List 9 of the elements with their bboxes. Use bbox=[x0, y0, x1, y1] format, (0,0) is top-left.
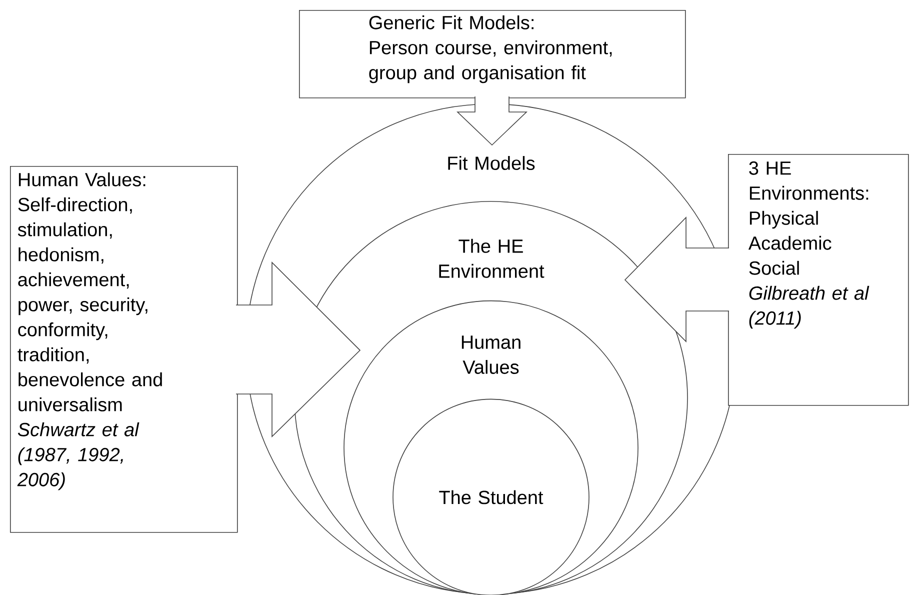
block-arrow bbox=[456, 96, 528, 146]
node-label: Human Values bbox=[462, 336, 520, 374]
node-label: The Student bbox=[439, 490, 544, 504]
text-box: Human Values: Self-direction, stimulation, hedonism, achievement, power, security, conformity, tradition, benevolence and universalism Schwartz et al (1987, 1992, 2006) bbox=[10, 166, 238, 533]
text-box: 3 HE Environments: Physical Academic Social Gilbreath et al (2011) bbox=[728, 154, 909, 406]
block-arrow bbox=[236, 262, 361, 438]
node-label: The HE Environment bbox=[439, 238, 544, 278]
text-box: Generic Fit Models: Person course, environment, group and organisation fit bbox=[299, 10, 686, 98]
block-arrow bbox=[624, 216, 730, 342]
